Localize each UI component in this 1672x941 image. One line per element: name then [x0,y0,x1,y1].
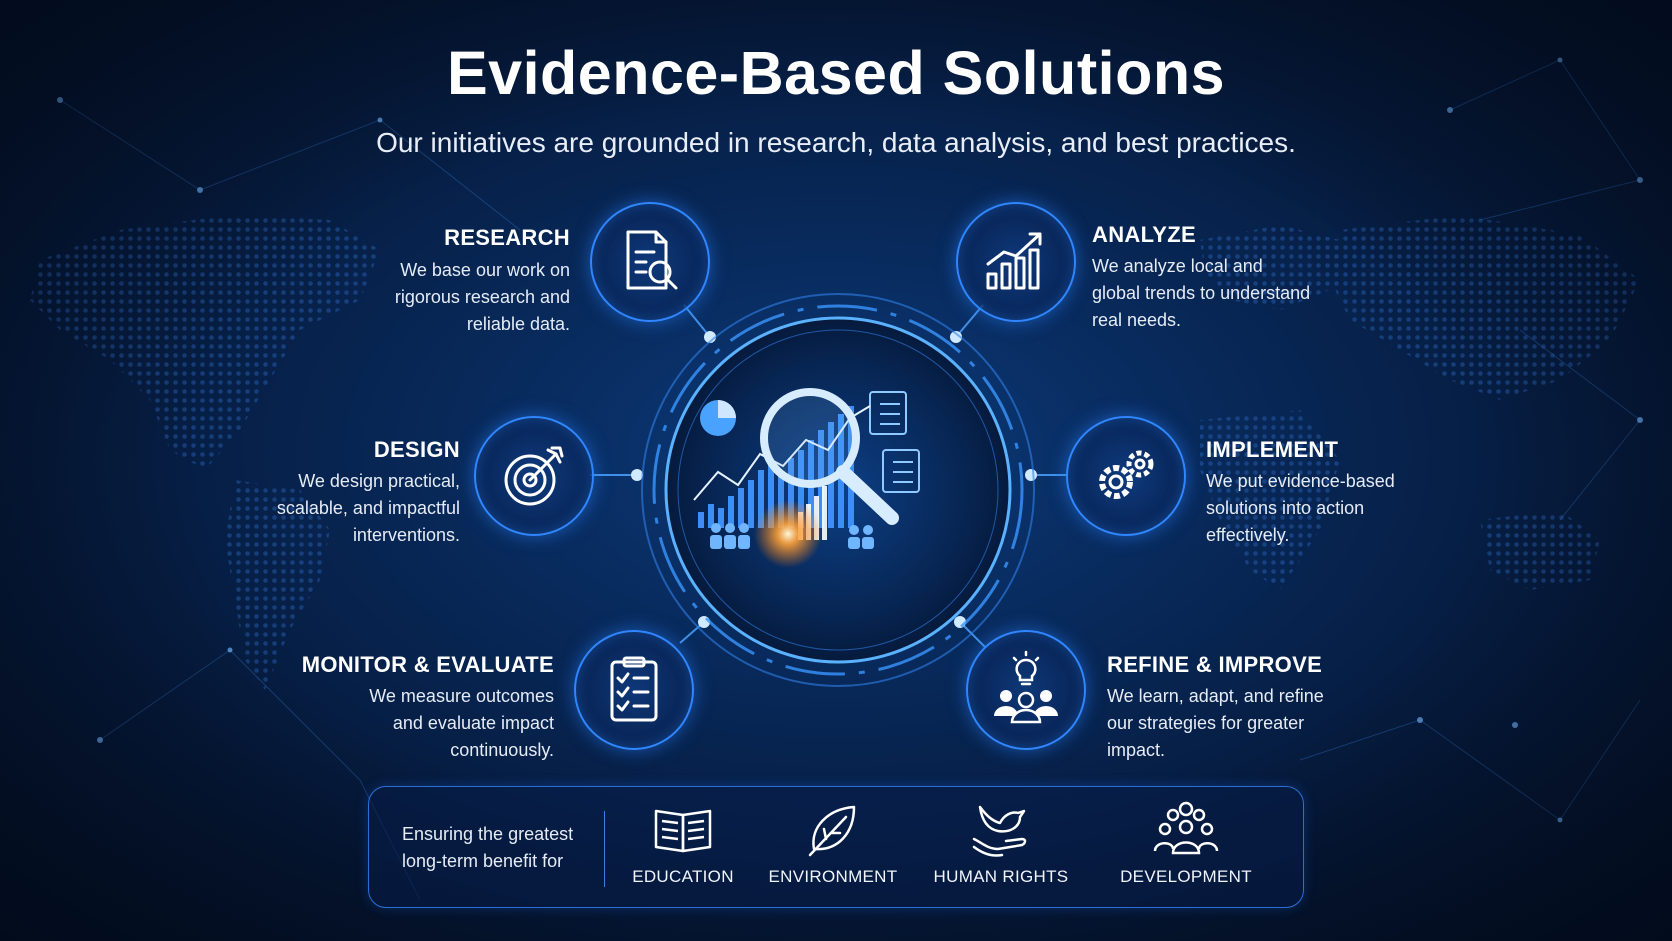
analyze-icon-circle [956,202,1076,322]
page-subtitle: Our initiatives are grounded in research… [376,127,1296,158]
node-dot [950,331,962,343]
people-group-icon [1153,801,1219,855]
central-analytics-hub [641,293,1035,687]
gears-icon [1099,450,1154,499]
research-heading: RESEARCH [444,225,570,250]
analyze-heading: ANALYZE [1092,222,1196,247]
design-icon-circle [474,416,594,536]
leaf-icon [808,805,856,857]
target-arrow-icon [504,446,564,506]
open-book-icon [654,809,712,853]
category-label: HUMAN RIGHTS [933,867,1069,886]
refine-improve-icon-circle [966,630,1086,750]
checklist-icon [869,391,920,493]
panel-divider [604,811,605,887]
category-environment: ENVIRONMENT [748,799,918,887]
bar-chart-trend-icon [986,232,1042,290]
category-education: EDUCATION [598,799,768,887]
people-graphic [710,523,874,549]
category-label: ENVIRONMENT [768,867,898,886]
category-development: DEVELOPMENT [1101,799,1271,887]
implement-icon-circle [1066,416,1186,536]
category-label: DEVELOPMENT [1120,867,1252,886]
implement-heading: IMPLEMENT [1206,437,1339,462]
page-title: Evidence-Based Solutions [446,39,1226,107]
category-label: EDUCATION [632,867,734,886]
research-icon-circle [590,202,710,322]
category-human-rights: HUMAN RIGHTS [916,799,1086,887]
magnifier-graphic [760,388,899,525]
document-magnifier-icon [626,230,678,290]
dove-hands-icon [972,805,1027,857]
monitor-evaluate-icon-circle [574,630,694,750]
node-dot [631,469,643,481]
clipboard-checklist-icon [610,656,658,722]
design-description: We design practical,scalable, and impact… [276,471,460,545]
monitor-evaluate-heading: MONITOR & EVALUATE [301,652,554,677]
refine-improve-heading: REFINE & IMPROVE [1107,652,1323,677]
pie-chart-icon [700,400,736,436]
team-lightbulb-icon [994,650,1058,724]
design-heading: DESIGN [373,437,460,462]
